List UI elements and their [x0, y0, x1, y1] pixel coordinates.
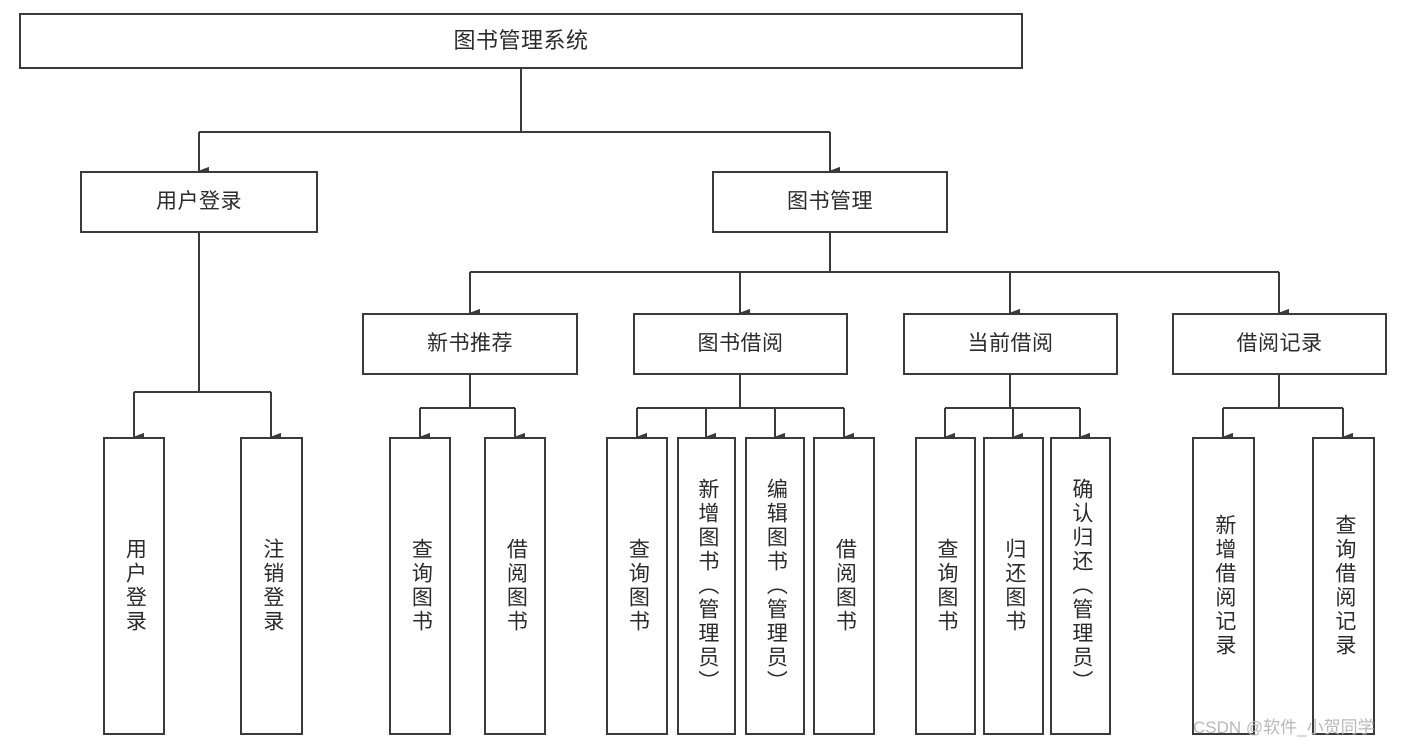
node-label-leaf-borrow-book: 借阅图书 [833, 538, 857, 634]
node-label-borrow-record: 借阅记录 [1236, 331, 1323, 355]
conn-current-borrow [944, 375, 1090, 442]
node-label-book-management: 图书管理 [787, 189, 873, 213]
connectors-group [133, 69, 1353, 442]
node-label-leaf-query-book-rec: 查询图书 [409, 538, 433, 634]
node-leaf-borrow-book[interactable]: 借阅图书 [813, 437, 875, 735]
node-label-leaf-confirm-return-admin: 确认归还（管理员） [1069, 478, 1093, 694]
node-label-root: 图书管理系统 [453, 28, 589, 54]
node-label-leaf-edit-book-admin: 编辑图书（管理员） [764, 478, 788, 694]
node-label-leaf-add-book-admin: 新增图书（管理员） [695, 478, 719, 694]
node-leaf-query-book-current[interactable]: 查询图书 [915, 437, 976, 735]
node-leaf-user-logout[interactable]: 注销登录 [240, 437, 303, 735]
node-leaf-user-login[interactable]: 用户登录 [103, 437, 165, 735]
node-leaf-return-book[interactable]: 归还图书 [983, 437, 1044, 735]
node-leaf-add-book-admin[interactable]: 新增图书（管理员） [677, 437, 736, 735]
node-label-leaf-user-logout: 注销登录 [260, 538, 284, 634]
node-leaf-borrow-book-rec[interactable]: 借阅图书 [484, 437, 546, 735]
node-label-leaf-add-borrow-record: 新增借阅记录 [1212, 514, 1236, 658]
conn-book-management [469, 233, 1289, 318]
node-root[interactable]: 图书管理系统 [19, 13, 1023, 69]
node-book-management[interactable]: 图书管理 [712, 171, 948, 233]
node-new-book-recommend[interactable]: 新书推荐 [362, 313, 578, 375]
node-label-new-book-recommend: 新书推荐 [427, 331, 513, 355]
node-user-login[interactable]: 用户登录 [80, 171, 318, 233]
node-label-leaf-borrow-book-rec: 借阅图书 [504, 538, 528, 634]
conn-book-borrow [636, 375, 854, 442]
node-leaf-add-borrow-record[interactable]: 新增借阅记录 [1192, 437, 1255, 735]
conn-borrow-record [1222, 375, 1353, 442]
conn-user-login [133, 233, 281, 442]
node-label-current-borrow: 当前借阅 [967, 331, 1054, 355]
node-label-leaf-user-login: 用户登录 [123, 538, 147, 634]
node-book-borrow[interactable]: 图书借阅 [633, 313, 848, 375]
node-label-leaf-return-book: 归还图书 [1002, 538, 1026, 634]
node-label-book-borrow: 图书借阅 [697, 331, 784, 355]
conn-new-book-recommend [419, 375, 525, 442]
conn-root [198, 69, 840, 176]
node-leaf-confirm-return-admin[interactable]: 确认归还（管理员） [1050, 437, 1111, 735]
node-leaf-query-borrow-record[interactable]: 查询借阅记录 [1312, 437, 1375, 735]
node-borrow-record[interactable]: 借阅记录 [1172, 313, 1387, 375]
node-leaf-edit-book-admin[interactable]: 编辑图书（管理员） [745, 437, 805, 735]
watermark-text: CSDN @软件_小贺同学 [1193, 718, 1375, 737]
node-label-leaf-query-book-borrow: 查询图书 [626, 538, 650, 634]
node-label-leaf-query-borrow-record: 查询借阅记录 [1332, 514, 1356, 658]
node-label-user-login: 用户登录 [156, 189, 242, 213]
node-label-leaf-query-book-current: 查询图书 [934, 538, 958, 634]
node-current-borrow[interactable]: 当前借阅 [903, 313, 1118, 375]
node-leaf-query-book-rec[interactable]: 查询图书 [389, 437, 451, 735]
node-leaf-query-book-borrow[interactable]: 查询图书 [606, 437, 668, 735]
